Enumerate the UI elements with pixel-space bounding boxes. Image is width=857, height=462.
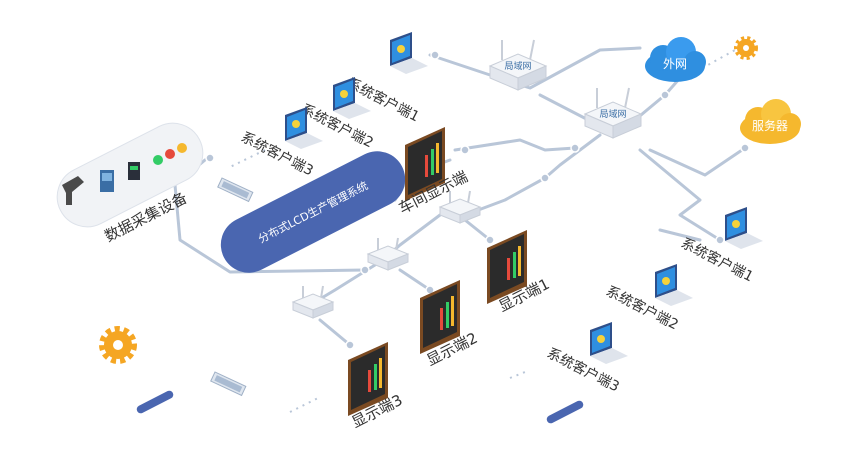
laptop-icon xyxy=(390,32,428,74)
status-yellow-icon xyxy=(177,143,187,153)
barcode-scanner-icon xyxy=(62,176,84,205)
router-top: 局域网 xyxy=(488,39,548,91)
dash-bottom-left xyxy=(289,397,319,413)
node-dot xyxy=(570,143,580,153)
data-collection-device: 数据采集设备 xyxy=(56,122,204,246)
switch-2 xyxy=(366,237,410,271)
switch-3 xyxy=(291,285,335,319)
keyboard-icon xyxy=(210,371,247,397)
router-top-label: 局域网 xyxy=(504,60,531,72)
dash-bottom-right xyxy=(509,371,526,379)
link-switch2-display2 xyxy=(398,268,432,292)
link-router-mid-client-right1 xyxy=(638,148,722,242)
laptop-icon xyxy=(655,264,693,306)
link-router-mid-external xyxy=(633,76,682,122)
decor-bar xyxy=(546,400,584,424)
keyboard-icon xyxy=(217,177,254,203)
external-cloud: 外网 xyxy=(645,37,706,82)
external-cloud-label: 外网 xyxy=(663,57,687,71)
router-mid-label: 局域网 xyxy=(599,108,626,120)
node-dot xyxy=(740,143,750,153)
link-switch3-display3 xyxy=(318,318,352,347)
node-dot xyxy=(430,50,440,60)
status-red-icon xyxy=(165,149,175,159)
workshop-display xyxy=(405,127,445,201)
gear-icon xyxy=(99,326,137,364)
node-dot xyxy=(205,153,215,163)
decor-bar xyxy=(136,390,174,414)
client1-top-label: 系统客户端1 xyxy=(344,74,422,125)
link-client-right xyxy=(658,228,702,242)
node-dot xyxy=(345,340,355,350)
link-router-mid-switch1 xyxy=(463,133,602,217)
display-1-screen xyxy=(487,230,527,304)
status-green-icon xyxy=(153,155,163,165)
laptop-icon xyxy=(725,207,763,249)
node-dot xyxy=(360,265,370,275)
laptop-icon xyxy=(333,77,371,119)
reader-device-icon xyxy=(100,170,114,192)
tag-device-icon xyxy=(128,162,140,180)
link-switch1-display1 xyxy=(463,218,492,242)
link-client1-router-top xyxy=(428,46,642,90)
link-workshop-router xyxy=(453,138,577,152)
link-router-mid-server xyxy=(648,146,747,177)
laptop-icon xyxy=(285,107,323,149)
switch-1 xyxy=(438,190,482,224)
router-mid: 局域网 xyxy=(583,87,643,139)
node-dot xyxy=(460,145,470,155)
node-dot xyxy=(485,235,495,245)
laptop-icon xyxy=(590,322,628,364)
server-cloud-label: 服务器 xyxy=(752,118,788,133)
display-2-screen xyxy=(420,280,460,354)
server-cloud: 服务器 xyxy=(740,99,801,144)
node-dot xyxy=(540,173,550,183)
gear-icon xyxy=(734,36,758,60)
node-dot xyxy=(660,90,670,100)
node-dot xyxy=(715,235,725,245)
display-3-screen xyxy=(348,342,388,416)
